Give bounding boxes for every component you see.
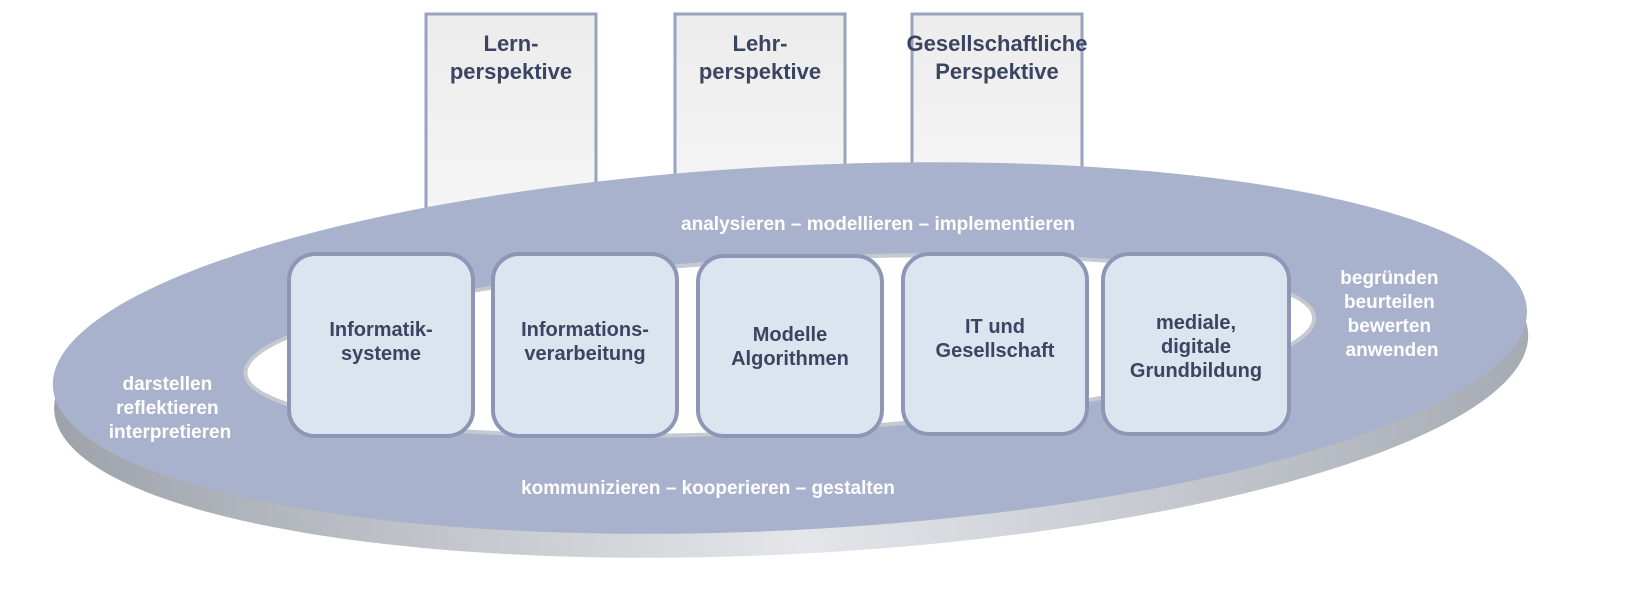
pillar-label: Perspektive (935, 59, 1059, 84)
pillar-label: perspektive (699, 59, 821, 84)
svg-text:Lern-perspektive: Lern-perspektive (450, 31, 572, 84)
pillar-label: Lehr- (733, 31, 788, 56)
pillar-label: Lern- (484, 31, 539, 56)
svg-text:Informatik-systeme: Informatik-systeme (329, 319, 432, 365)
svg-text:Lehr-perspektive: Lehr-perspektive (699, 31, 821, 84)
pillar-label: Gesellschaftliche (907, 31, 1088, 56)
pillar-label: perspektive (450, 59, 572, 84)
content-area-informationsverarbeitung: Informations-verarbeitung (491, 252, 679, 438)
process-left: darstellen reflektieren interpretieren (109, 374, 231, 443)
process-bottom: kommunizieren – kooperieren – gestalten (521, 478, 895, 499)
process-top: analysieren – modellieren – implementier… (681, 214, 1075, 235)
content-area-informatiksysteme: Informatik-systeme (287, 252, 475, 438)
process-right: begründen beurteilen bewerten anwenden (1340, 268, 1443, 361)
svg-text:Informations-verarbeitung: Informations-verarbeitung (521, 319, 649, 365)
